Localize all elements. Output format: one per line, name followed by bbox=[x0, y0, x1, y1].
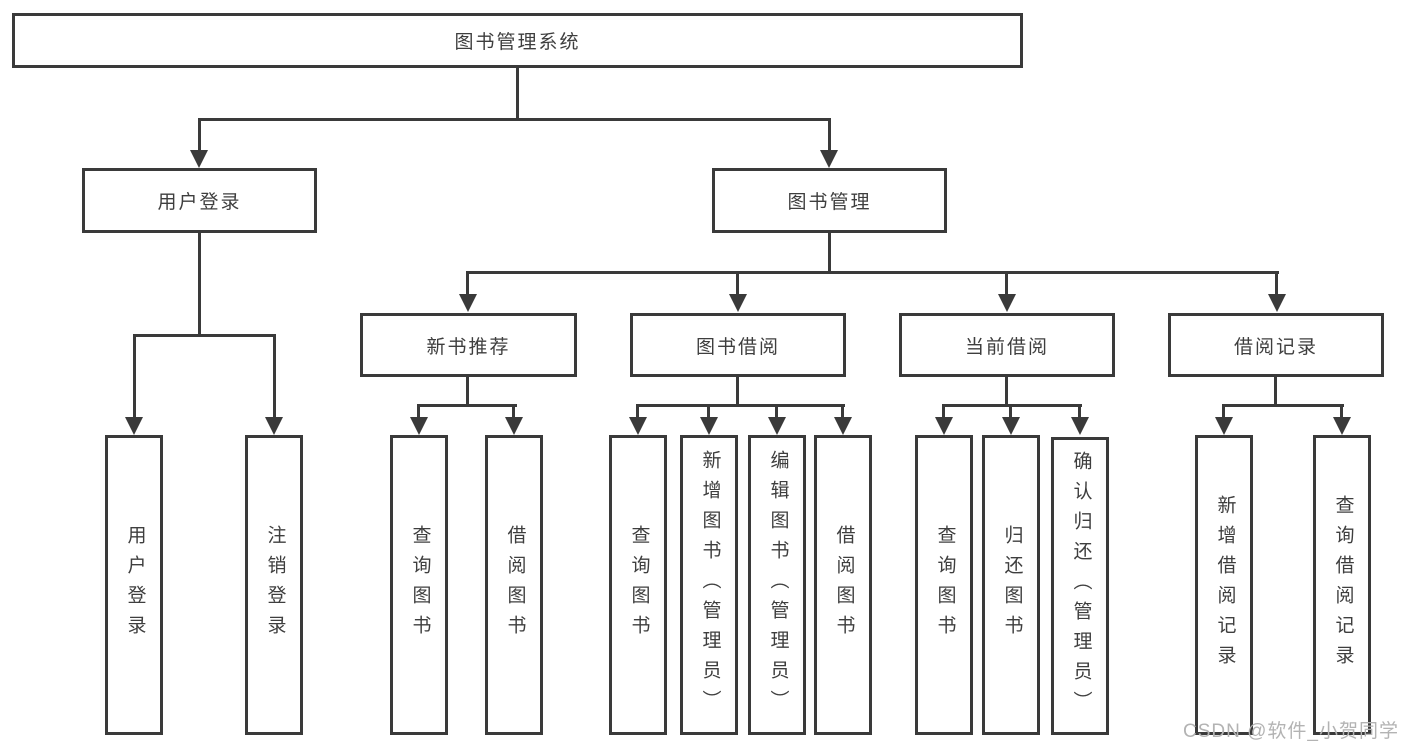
leaf-current-query-books: 查询图书 bbox=[915, 435, 973, 735]
arrow-down-icon bbox=[410, 417, 428, 435]
leaf-edit-books-admin: 编辑图书（管理员） bbox=[748, 435, 806, 735]
arrow-down-icon bbox=[998, 294, 1016, 312]
node-user-login-label: 用户登录 bbox=[157, 192, 242, 213]
node-borrowing-records: 借阅记录 bbox=[1168, 313, 1384, 377]
connector-to-leaf bbox=[707, 404, 710, 420]
connector-to-leaf-login bbox=[133, 334, 136, 420]
leaf-newrec-query-books-label: 查询图书 bbox=[409, 525, 431, 645]
arrow-down-icon bbox=[1215, 417, 1233, 435]
arrow-down-icon bbox=[505, 417, 523, 435]
connector-user-login-stem bbox=[198, 233, 201, 337]
connector-to-leaf bbox=[841, 404, 844, 420]
node-root-label: 图书管理系统 bbox=[454, 32, 581, 53]
connector-book-borrow-branch bbox=[637, 404, 845, 407]
connector-to-leaf bbox=[1009, 404, 1012, 420]
leaf-borrow-query-books: 查询图书 bbox=[609, 435, 667, 735]
leaf-borrow-query-books-label: 查询图书 bbox=[628, 525, 650, 645]
connector-to-new-book-rec bbox=[466, 271, 469, 296]
node-user-login: 用户登录 bbox=[82, 168, 317, 233]
leaf-return-books: 归还图书 bbox=[982, 435, 1040, 735]
connector-to-book-management bbox=[828, 118, 831, 153]
connector-borrow-records-branch bbox=[1223, 404, 1344, 407]
connector-to-leaf bbox=[1222, 404, 1225, 420]
connector-book-management-stem bbox=[828, 233, 831, 274]
arrow-down-icon bbox=[700, 417, 718, 435]
connector-current-borrow-stem bbox=[1005, 377, 1008, 406]
arrow-down-icon bbox=[1268, 294, 1286, 312]
node-book-management-label: 图书管理 bbox=[787, 192, 872, 213]
leaf-confirm-return-admin-label: 确认归还（管理员） bbox=[1070, 451, 1092, 721]
arrow-down-icon bbox=[190, 150, 208, 168]
leaf-user-login-label: 用户登录 bbox=[124, 525, 146, 645]
connector-root-branch bbox=[198, 118, 831, 121]
node-current-borrowing: 当前借阅 bbox=[899, 313, 1115, 377]
leaf-add-books-admin: 新增图书（管理员） bbox=[680, 435, 738, 735]
connector-new-book-rec-stem bbox=[466, 377, 469, 406]
arrow-down-icon bbox=[1002, 417, 1020, 435]
arrow-down-icon bbox=[629, 417, 647, 435]
leaf-add-books-admin-label: 新增图书（管理员） bbox=[699, 450, 721, 720]
connector-to-leaf bbox=[636, 404, 639, 420]
arrow-down-icon bbox=[459, 294, 477, 312]
arrow-down-icon bbox=[125, 417, 143, 435]
connector-to-borrow-records bbox=[1275, 271, 1278, 296]
connector-to-current-borrow bbox=[1005, 271, 1008, 296]
leaf-borrow-books: 借阅图书 bbox=[814, 435, 872, 735]
connector-to-leaf bbox=[942, 404, 945, 420]
connector-to-leaf bbox=[775, 404, 778, 420]
arrow-down-icon bbox=[935, 417, 953, 435]
arrow-down-icon bbox=[1071, 417, 1089, 435]
connector-user-login-branch bbox=[133, 334, 276, 337]
connector-book-borrow-stem bbox=[736, 377, 739, 406]
leaf-query-borrow-record: 查询借阅记录 bbox=[1313, 435, 1371, 735]
leaf-add-borrow-record-label: 新增借阅记录 bbox=[1214, 495, 1236, 675]
arrow-down-icon bbox=[1333, 417, 1351, 435]
connector-current-borrow-branch bbox=[943, 404, 1082, 407]
arrow-down-icon bbox=[820, 150, 838, 168]
connector-to-book-borrow bbox=[736, 271, 739, 296]
arrow-down-icon bbox=[265, 417, 283, 435]
node-new-book-recommend-label: 新书推荐 bbox=[426, 336, 511, 358]
connector-root-stem bbox=[516, 68, 519, 121]
leaf-edit-books-admin-label: 编辑图书（管理员） bbox=[767, 450, 789, 720]
node-book-management: 图书管理 bbox=[712, 168, 947, 233]
leaf-logout: 注销登录 bbox=[245, 435, 303, 735]
node-root: 图书管理系统 bbox=[12, 13, 1023, 68]
connector-to-leaf-logout bbox=[273, 334, 276, 420]
leaf-add-borrow-record: 新增借阅记录 bbox=[1195, 435, 1253, 735]
node-borrowing-records-label: 借阅记录 bbox=[1233, 336, 1318, 358]
leaf-confirm-return-admin: 确认归还（管理员） bbox=[1051, 437, 1109, 735]
node-new-book-recommend: 新书推荐 bbox=[360, 313, 577, 377]
connector-borrow-records-stem bbox=[1274, 377, 1277, 406]
node-current-borrowing-label: 当前借阅 bbox=[964, 336, 1049, 358]
connector-book-management-branch bbox=[466, 271, 1279, 274]
leaf-newrec-borrow-books-label: 借阅图书 bbox=[504, 525, 526, 645]
leaf-borrow-books-label: 借阅图书 bbox=[833, 525, 855, 645]
leaf-current-query-books-label: 查询图书 bbox=[934, 525, 956, 645]
node-book-borrowing: 图书借阅 bbox=[630, 313, 846, 377]
csdn-watermark: CSDN @软件_小贺同学 bbox=[1183, 721, 1399, 742]
connector-to-leaf bbox=[417, 404, 420, 420]
arrow-down-icon bbox=[768, 417, 786, 435]
leaf-newrec-borrow-books: 借阅图书 bbox=[485, 435, 543, 735]
leaf-return-books-label: 归还图书 bbox=[1001, 525, 1023, 645]
leaf-logout-label: 注销登录 bbox=[264, 525, 286, 645]
connector-to-leaf bbox=[512, 404, 515, 420]
connector-new-book-rec-branch bbox=[418, 404, 517, 407]
leaf-query-borrow-record-label: 查询借阅记录 bbox=[1332, 495, 1354, 675]
leaf-newrec-query-books: 查询图书 bbox=[390, 435, 448, 735]
connector-to-user-login bbox=[198, 118, 201, 153]
arrow-down-icon bbox=[729, 294, 747, 312]
arrow-down-icon bbox=[834, 417, 852, 435]
connector-to-leaf bbox=[1078, 404, 1081, 420]
leaf-user-login: 用户登录 bbox=[105, 435, 163, 735]
connector-to-leaf bbox=[1340, 404, 1343, 420]
node-book-borrowing-label: 图书借阅 bbox=[695, 336, 780, 358]
